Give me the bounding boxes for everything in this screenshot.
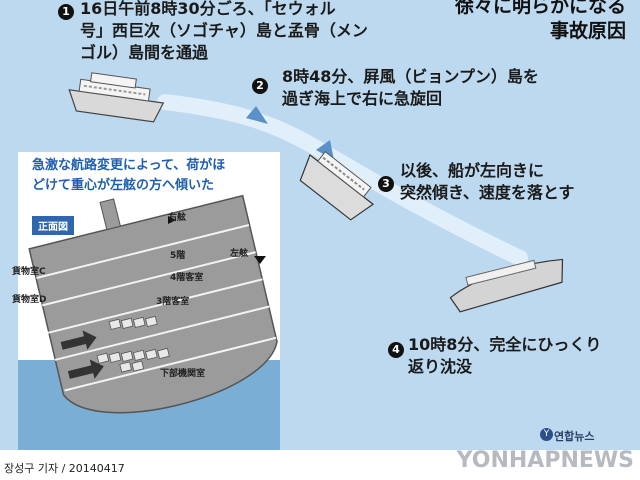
panel-caption-line-1: 急激な航路変更によって、荷がほ — [32, 158, 226, 173]
footer-strip — [0, 450, 640, 480]
engine-room-label: 下部機関室 — [160, 369, 206, 379]
step-4-line-2: 返り沈没 — [408, 357, 473, 376]
deck-5-label: 5階 — [170, 251, 186, 261]
ship-position-4 — [449, 258, 564, 313]
step-number-2: 2 — [252, 78, 268, 94]
step-number-1: 1 — [58, 4, 74, 20]
port-label: 左舷 — [230, 249, 249, 259]
watermark: YONHAPNEWS — [456, 448, 634, 473]
step-2-line-2: 過ぎ海上で右に急旋回 — [282, 89, 443, 108]
step-3-line-1: 以後、船が左向きに — [400, 161, 545, 180]
cargo-boxes — [96, 315, 170, 373]
step-1-line-1: 16日午前8時30分ごろ、「セウォル — [80, 0, 336, 18]
title-line-1: 徐々に明らかになる — [454, 0, 626, 17]
panel-caption: 急激な航路変更によって、荷がほ どけて重心が左舷の方へ傾いた — [32, 156, 225, 196]
starboard-label: 右舷 — [168, 213, 187, 223]
ship-position-3 — [299, 150, 375, 221]
port-arrow-icon — [254, 256, 266, 264]
deck-3-label: 3階客室 — [156, 297, 190, 307]
route-illustration — [68, 72, 564, 313]
infographic-title: 徐々に明らかになる 事故原因 — [455, 0, 626, 44]
route-arrow-1 — [246, 106, 268, 124]
hull-cross-section — [18, 194, 280, 450]
reporter-credit: 장성구 기자 / 20140417 — [4, 462, 125, 475]
step-1-line-3: ゴル）島間を通過 — [80, 43, 209, 62]
step-3-line-2: 突然傾き、速度を落とす — [400, 183, 575, 202]
title-line-2: 事故原因 — [549, 20, 626, 42]
panel-caption-line-2: どけて重心が左舷の方へ傾いた — [32, 178, 215, 193]
front-view-tag: 正面図 — [32, 216, 74, 235]
agency-name: 연합뉴스 — [554, 430, 595, 443]
starboard-arrow-icon — [168, 216, 176, 224]
step-number-4: 4 — [388, 342, 404, 358]
agency-logo-icon: Y — [540, 428, 553, 441]
cargo-c-label: 貨物室C — [12, 267, 46, 277]
step-number-3: 3 — [378, 176, 394, 192]
step-1-line-2: 号」西巨次（ソゴチャ）島と孟骨（メン — [80, 21, 368, 40]
hull-outline — [28, 194, 278, 414]
step-2-line-1: 8時48分、屛風（ビョンプン）島を — [282, 67, 539, 86]
cargo-shift-arrow-1 — [60, 330, 97, 350]
step-4-line-1: 10時8分、完全にひっくり — [408, 335, 602, 354]
deck-4-label: 4階客室 — [170, 273, 204, 283]
ship-position-1 — [68, 72, 165, 123]
cargo-shift-arrow-2 — [67, 359, 104, 379]
front-view-panel: 急激な航路変更によって、荷がほ どけて重心が左舷の方へ傾いた 正面図 — [12, 152, 280, 450]
cargo-d-label: 貨物室D — [12, 295, 47, 305]
